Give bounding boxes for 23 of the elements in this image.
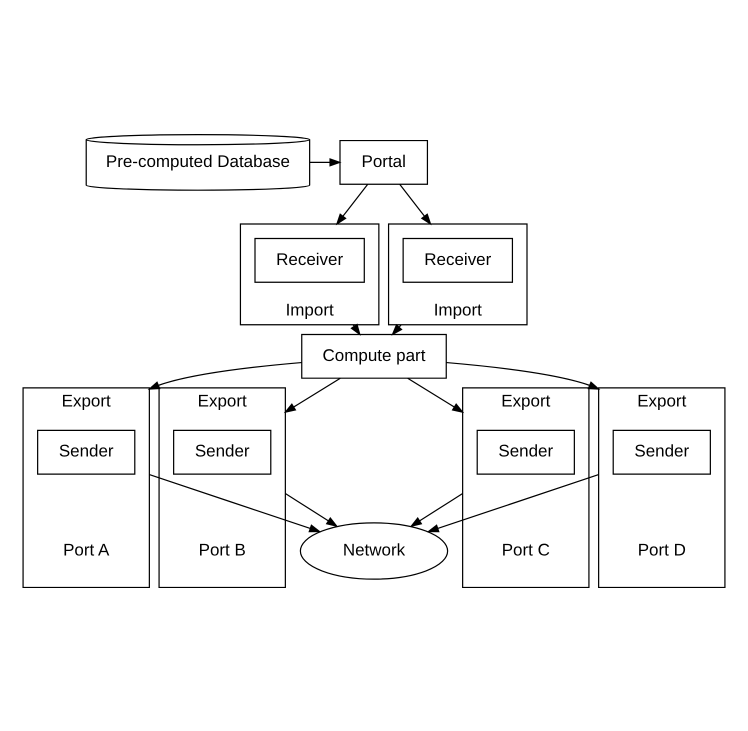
node-label: Port B [198,540,246,559]
arrow [285,492,338,527]
arrow [446,361,600,390]
arrow [149,474,322,532]
arrow [284,377,341,413]
node-box: Sender [173,429,272,474]
node-box: Portal [339,139,428,184]
node-box: Receiver [254,237,365,282]
node-label: Port A [63,540,110,559]
arrow [399,183,432,225]
arrow [336,183,368,225]
node-box: Sender [476,429,575,474]
node-box: Sender [37,429,136,474]
arrow [310,158,342,166]
node-box: Receiver [402,237,514,282]
arrow [426,474,599,532]
arrow [410,492,463,527]
node-label: Port D [638,540,686,559]
arrow [407,377,464,413]
node-label: Port C [502,540,550,559]
arrow [148,361,302,390]
node-box: Sender [612,429,711,474]
node-box: Compute part [301,333,447,378]
